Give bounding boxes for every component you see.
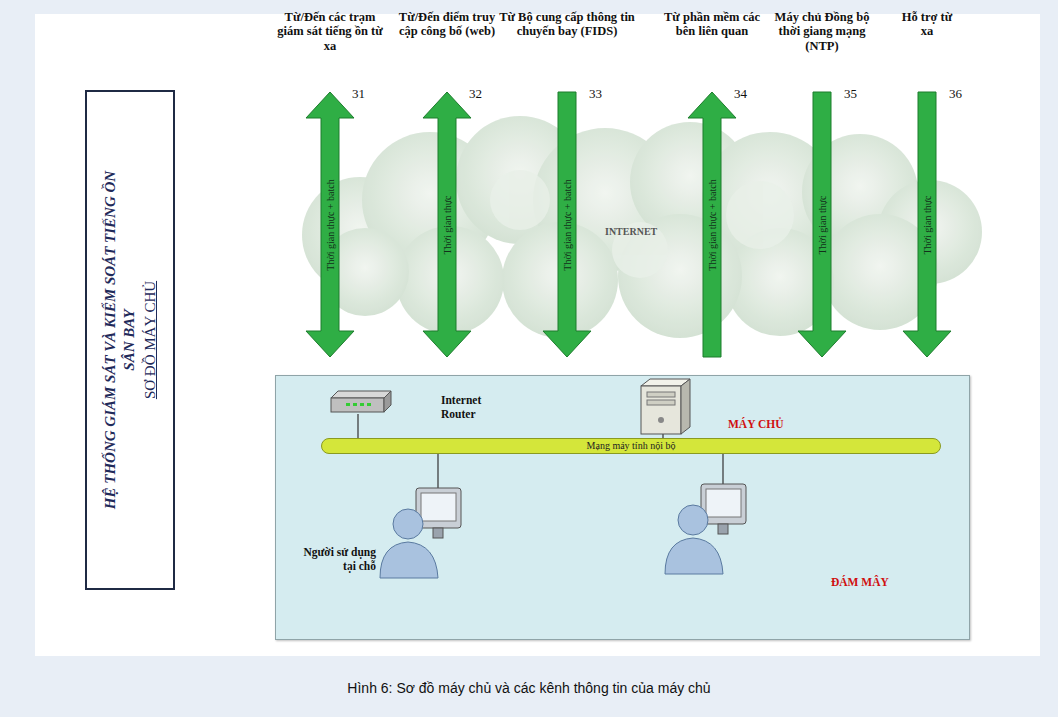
data-flow-arrow	[798, 92, 846, 357]
network-illustration	[276, 376, 971, 641]
figure-caption: Hình 6: Sơ đồ máy chủ và các kênh thông …	[0, 680, 1058, 696]
cloud-label: ĐÁM MÂY	[831, 576, 889, 588]
channel-heading-text: Từ phần mềm các bên liên quan	[662, 10, 762, 39]
network-bus-label: Mạng máy tính nội bộ	[322, 439, 940, 453]
channel-heading-text: Từ/Đến điểm truy cập công bố (web)	[393, 10, 501, 39]
title-box: HỆ THỐNG GIÁM SÁT VÀ KIỂM SOÁT TIẾNG ỒN …	[85, 90, 175, 590]
callout-number: 33	[589, 86, 602, 102]
flow-mode-label: Thời gian thực + batch	[325, 179, 336, 270]
data-flow-arrow	[903, 92, 951, 357]
channel-heading: Từ Bộ cung cấp thông tin chuyến bay (FID…	[491, 10, 643, 39]
data-flow-arrow	[688, 92, 736, 357]
text-holder: 32	[469, 86, 482, 102]
data-flow-arrow	[543, 92, 591, 357]
flow-mode-label: Thời gian thực + batch	[562, 179, 573, 270]
data-flow-arrow	[306, 92, 354, 357]
text-holder: ĐÁM MÂY	[831, 576, 889, 588]
text-holder: 31	[352, 86, 365, 102]
text-holder: MÁY CHỦ	[728, 418, 783, 430]
cloud-name: INTERNET	[605, 226, 657, 237]
workstation-icon	[380, 488, 461, 578]
flow-mode-label: Thời gian thực	[442, 195, 453, 254]
text-holder: 36	[949, 86, 962, 102]
callout-number: 35	[844, 86, 857, 102]
text-holder: 33	[589, 86, 602, 102]
data-flow-arrow	[423, 92, 471, 357]
channel-heading-text: Từ/Đến các trạm giám sát tiếng ồn từ xa	[274, 10, 386, 53]
server-icon	[641, 379, 690, 434]
text-holder: 35	[844, 86, 857, 102]
system-title: HỆ THỐNG GIÁM SÁT VÀ KIỂM SOÁT TIẾNG ỒN …	[101, 170, 139, 510]
callout-number: 36	[949, 86, 962, 102]
channel-heading: Hỗ trợ từ xa	[896, 10, 958, 39]
channel-heading-text: Hỗ trợ từ xa	[896, 10, 958, 39]
text-holder: Hình 6: Sơ đồ máy chủ và các kênh thông …	[0, 680, 1058, 696]
flow-mode-label: Thời gian thực + batch	[707, 179, 718, 270]
text-holder: Thời gian thực	[817, 195, 828, 254]
channel-heading: Từ/Đến điểm truy cập công bố (web)	[393, 10, 501, 39]
workstation-icon	[665, 484, 746, 574]
flow-mode-label: Thời gian thực	[922, 195, 933, 254]
callout-number: 34	[734, 86, 747, 102]
text-holder: Thời gian thực	[922, 195, 933, 254]
text-holder: Thời gian thực + batch	[325, 179, 336, 270]
channel-heading-text: Máy chủ Đồng bộ thời giang mạng (NTP)	[766, 10, 878, 53]
router-icon	[331, 391, 391, 412]
channel-heading: Từ phần mềm các bên liên quan	[662, 10, 762, 39]
flow-mode-label: Thời gian thực	[817, 195, 828, 254]
diagram-subtitle: SƠ ĐỒ MÁY CHỦ	[142, 281, 159, 399]
callout-number: 31	[352, 86, 365, 102]
text-holder: Thời gian thực + batch	[707, 179, 718, 270]
network-bus-band: Mạng máy tính nội bộ	[321, 438, 941, 454]
text-holder: 34	[734, 86, 747, 102]
user-label: Người sử dụng tại chỗ	[296, 546, 376, 574]
text-holder: Thời gian thực	[442, 195, 453, 254]
channel-heading-text: Từ Bộ cung cấp thông tin chuyến bay (FID…	[491, 10, 643, 39]
rotated-title: HỆ THỐNG GIÁM SÁT VÀ KIỂM SOÁT TIẾNG ỒN …	[87, 92, 173, 588]
text-holder: Internet Router	[441, 394, 511, 422]
device-label: Internet Router	[441, 394, 511, 422]
text-holder: INTERNET	[605, 226, 657, 237]
channel-heading: Máy chủ Đồng bộ thời giang mạng (NTP)	[766, 10, 878, 53]
server-label: MÁY CHỦ	[728, 418, 783, 430]
callout-number: 32	[469, 86, 482, 102]
channel-heading: Từ/Đến các trạm giám sát tiếng ồn từ xa	[274, 10, 386, 53]
text-holder: Người sử dụng tại chỗ	[296, 546, 376, 574]
text-holder: Thời gian thực + batch	[562, 179, 573, 270]
server-room-panel: ĐÁM MÂY Mạng máy tính nội bộ Internet Rout…	[275, 375, 970, 640]
